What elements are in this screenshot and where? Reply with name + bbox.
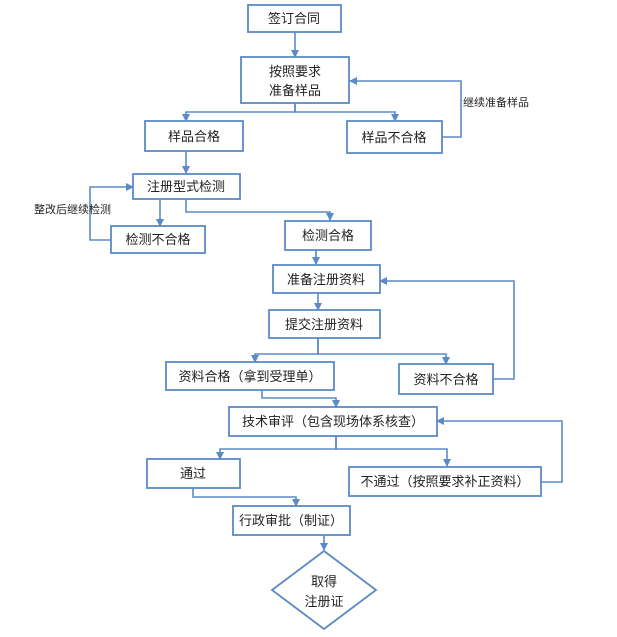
edge-docs-fail-loop (379, 277, 515, 380)
node-type-test: 注册型式检测 (132, 173, 241, 200)
edge-tech-review-to-approved (216, 436, 337, 460)
node-submit-docs-label: 提交注册资料 (285, 317, 363, 333)
node-sample-fail: 样品不合格 (346, 120, 443, 154)
node-prepare-docs-label: 准备注册资料 (287, 272, 365, 288)
edge-sample-fail-loop (349, 77, 462, 138)
node-test-pass: 检测合格 (284, 220, 372, 251)
edge-submit-to-docs-fail (317, 338, 450, 365)
edge-tech-review-to-not-approved (335, 436, 451, 467)
node-prepare-samples-line2: 准备样品 (269, 83, 321, 99)
node-approved: 通过 (146, 458, 241, 489)
node-tech-review: 技术审评（包含现场体系核查） (228, 406, 438, 437)
node-not-approved-label: 不通过（按照要求补正资料） (360, 475, 529, 490)
node-prepare-samples-line1: 按照要求 (269, 65, 321, 80)
edge-not-approved-loop (436, 417, 563, 483)
node-approved-label: 通过 (180, 467, 206, 482)
node-submit-docs: 提交注册资料 (268, 309, 381, 339)
edge-prepare-to-sample-pass (182, 103, 296, 122)
node-tech-review-label: 技术审评（包含现场体系核查） (242, 414, 424, 430)
edge-type-test-to-test-pass (185, 199, 334, 221)
edge-test-fail-loop (89, 183, 134, 241)
node-get-certificate: 取得 注册证 (270, 549, 378, 631)
edge-submit-to-docs-pass (251, 338, 319, 363)
node-sample-fail-label: 样品不合格 (361, 130, 426, 146)
node-test-fail-label: 检测不合格 (125, 232, 190, 248)
edge-prepare-to-sample-fail (294, 103, 399, 122)
edge-docs-pass-to-tech-review (261, 390, 340, 408)
node-type-test-label: 注册型式检测 (147, 180, 225, 195)
node-test-fail: 检测不合格 (110, 225, 206, 254)
node-docs-fail: 资料不合格 (398, 363, 494, 395)
node-sample-pass: 样品合格 (144, 120, 244, 152)
node-admin-approval: 行政审批（制证） (232, 505, 351, 536)
node-get-certificate-line2: 注册证 (304, 595, 343, 610)
node-get-certificate-line1: 取得 (311, 574, 337, 590)
edge-approved-to-admin (192, 488, 300, 507)
node-test-pass-label: 检测合格 (302, 228, 354, 244)
label-rectify-continue-test: 整改后继续检测 (34, 202, 111, 216)
node-docs-pass: 资料合格（拿到受理单） (165, 361, 335, 391)
node-prepare-docs: 准备注册资料 (272, 264, 381, 294)
node-sample-pass-label: 样品合格 (168, 129, 220, 145)
node-admin-approval-label: 行政审批（制证） (239, 514, 343, 529)
node-not-approved: 不通过（按照要求补正资料） (348, 466, 542, 497)
edges (89, 32, 563, 551)
node-docs-fail-label: 资料不合格 (413, 372, 478, 388)
node-sign-contract-label: 签订合同 (268, 11, 320, 27)
node-prepare-samples: 按照要求 准备样品 (240, 56, 350, 104)
label-continue-samples: 继续准备样品 (463, 95, 529, 109)
node-sign-contract: 签订合同 (247, 4, 342, 33)
node-docs-pass-label: 资料合格（拿到受理单） (178, 369, 321, 385)
